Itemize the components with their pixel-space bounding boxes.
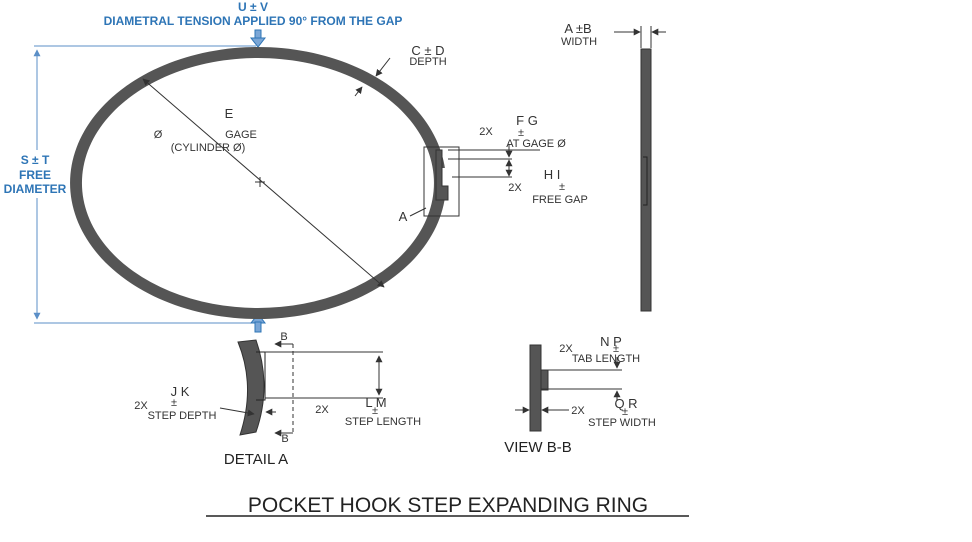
step-width-pm: ± bbox=[622, 406, 628, 418]
step-depth-letters: J K bbox=[171, 384, 190, 399]
detail-callout-letter: A bbox=[399, 209, 408, 224]
depth-leader-in bbox=[354, 86, 363, 97]
step-width-count: 2X bbox=[571, 405, 585, 417]
detail-callout-leader bbox=[409, 207, 427, 217]
free-gap-pm: ± bbox=[559, 181, 565, 193]
depth-label: DEPTH bbox=[409, 56, 446, 68]
step-depth-pm: ± bbox=[171, 397, 177, 409]
detail-a-title: DETAIL A bbox=[224, 451, 288, 468]
gage-diameter-line bbox=[142, 78, 385, 288]
step-depth-count: 2X bbox=[134, 400, 148, 412]
gage-symbol: Ø bbox=[154, 129, 163, 141]
section-mark-bottom: B bbox=[281, 433, 288, 445]
detail-a-step bbox=[256, 351, 266, 401]
tab-length-letters: N P bbox=[600, 334, 622, 349]
at-gage-label: AT GAGE Ø bbox=[506, 138, 566, 150]
side-view-step bbox=[643, 156, 648, 206]
view-bb-tab bbox=[540, 369, 549, 391]
step-width-label: STEP WIDTH bbox=[588, 417, 656, 429]
gage-sub: (CYLINDER Ø) bbox=[171, 142, 246, 154]
gage-label: GAGE bbox=[225, 129, 257, 141]
at-gage-count: 2X bbox=[479, 126, 493, 138]
section-mark-top: B bbox=[280, 331, 287, 343]
top-force-arrow bbox=[249, 29, 267, 48]
tab-length-label: TAB LENGTH bbox=[572, 353, 640, 365]
at-gage-pm: ± bbox=[518, 127, 524, 139]
free-diameter-line1: FREE bbox=[19, 168, 51, 182]
depth-leader-out bbox=[375, 57, 391, 77]
free-gap-label: FREE GAP bbox=[532, 194, 588, 206]
step-length-pm: ± bbox=[372, 405, 378, 417]
step-width-letters: Q R bbox=[614, 396, 637, 411]
center-mark bbox=[255, 177, 265, 187]
step-depth-label: STEP DEPTH bbox=[148, 410, 217, 422]
gage-letter: E bbox=[225, 106, 234, 121]
step-length-letters: L M bbox=[365, 395, 386, 410]
view-bb-body bbox=[529, 344, 542, 432]
depth-symbols: C ± D bbox=[411, 43, 444, 58]
free-diameter-line2: DIAMETER bbox=[4, 182, 67, 196]
tension-symbols: U ± V bbox=[238, 0, 268, 14]
detail-a-ring-section bbox=[237, 339, 265, 436]
ring-side-view bbox=[640, 48, 652, 312]
pocket-hook bbox=[435, 149, 449, 201]
free-gap-letters: H I bbox=[544, 167, 561, 182]
detail-a-box bbox=[423, 146, 460, 217]
free-gap-count: 2X bbox=[508, 182, 522, 194]
width-label: WIDTH bbox=[561, 36, 597, 48]
width-symbols: A ±B bbox=[564, 21, 591, 36]
drawing-title: POCKET HOOK STEP EXPANDING RING bbox=[248, 494, 648, 517]
free-diameter-symbols: S ± T bbox=[21, 153, 50, 167]
at-gage-letters: F G bbox=[516, 113, 538, 128]
tab-length-pm: ± bbox=[613, 343, 619, 355]
step-depth-leader bbox=[219, 407, 255, 417]
tab-length-count: 2X bbox=[559, 343, 573, 355]
step-length-label: STEP LENGTH bbox=[345, 416, 421, 428]
expanding-ring bbox=[70, 47, 447, 319]
view-bb-title: VIEW B-B bbox=[504, 439, 572, 456]
step-length-count: 2X bbox=[315, 404, 329, 416]
tension-label: DIAMETRAL TENSION APPLIED 90° FROM THE G… bbox=[104, 14, 403, 28]
